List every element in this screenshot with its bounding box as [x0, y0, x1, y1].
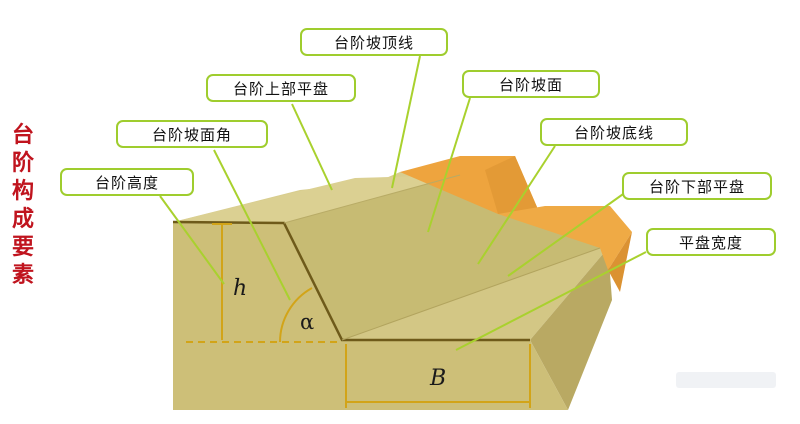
back-crest-edge — [283, 174, 461, 224]
vertical-title: 台 阶 构 成 要 素 — [10, 122, 36, 290]
bench-edge-line — [172, 220, 530, 342]
callout-bench-top-line: 台阶坡顶线 — [300, 28, 448, 56]
back-toe-edge — [341, 247, 601, 341]
callout-platform-width: 平盘宽度 — [646, 228, 776, 256]
orange-upper-bench-side — [485, 156, 540, 214]
title-char-6: 素 — [11, 263, 34, 288]
leader-platform-width — [455, 251, 647, 351]
width-symbol: B — [430, 366, 447, 391]
leader-upper-platform — [291, 103, 333, 191]
leader-slope-angle — [213, 149, 291, 301]
terrain-right-side — [530, 248, 612, 410]
leader-slope-bottom-line — [477, 145, 556, 265]
title-char-1: 台 — [11, 123, 34, 148]
callout-upper-platform: 台阶上部平盘 — [206, 74, 356, 102]
watermark-blur — [676, 372, 776, 388]
callout-lower-platform: 台阶下部平盘 — [622, 172, 772, 200]
leader-bench-height — [159, 195, 225, 285]
orange-lower-bench — [498, 206, 632, 270]
leader-slope-face — [427, 97, 471, 233]
terrain-front-face — [173, 222, 568, 410]
leader-bench-top-line — [391, 55, 421, 189]
callout-slope-face: 台阶坡面 — [462, 70, 600, 98]
callout-slope-bottom-line: 台阶坡底线 — [540, 118, 688, 146]
title-char-5: 要 — [11, 235, 34, 260]
lower-platform-surface — [342, 248, 608, 340]
angle-symbol: α — [300, 310, 315, 334]
leader-lines — [159, 55, 647, 351]
title-char-2: 阶 — [11, 151, 34, 176]
angle-arc — [279, 287, 313, 343]
title-char-4: 成 — [11, 207, 34, 232]
callout-slope-angle: 台阶坡面角 — [116, 120, 268, 148]
orange-lower-bench-side — [608, 232, 632, 292]
title-char-3: 构 — [11, 179, 34, 204]
height-symbol: h — [233, 276, 248, 301]
callout-bench-height: 台阶高度 — [60, 168, 194, 196]
leader-lower-platform — [507, 191, 627, 277]
